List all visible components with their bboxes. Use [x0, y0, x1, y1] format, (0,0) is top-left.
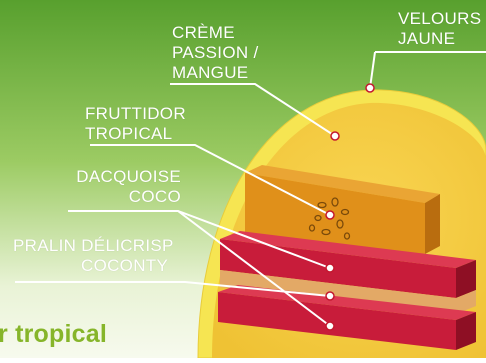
label-line: TROPICAL — [85, 124, 186, 144]
label-fruttidor-tropical: FRUTTIDOR TROPICAL — [85, 104, 186, 144]
label-line: MANGUE — [172, 63, 258, 83]
label-line: JAUNE — [398, 29, 481, 49]
label-velours-jaune: VELOURS JAUNE — [398, 9, 481, 49]
dot-fruttidor — [326, 211, 334, 219]
label-creme-passion-mangue: CRÈME PASSION / MANGUE — [172, 23, 258, 83]
fruttidor-side — [425, 194, 440, 254]
label-line: PASSION / — [172, 43, 258, 63]
label-pralin-delicrisp-coconty: PRALIN DÉLICRISP COCONTY — [13, 236, 174, 276]
label-dacquoise-coco: DACQUOISE COCO — [65, 167, 181, 207]
label-line: VELOURS — [398, 9, 481, 29]
label-line: CRÈME — [172, 23, 258, 43]
dot-pralin-upper — [326, 264, 334, 272]
label-line: COCO — [65, 187, 181, 207]
label-line: FRUTTIDOR — [85, 104, 186, 124]
product-caption: r tropical — [0, 320, 107, 349]
label-line: COCONTY — [13, 256, 174, 276]
dot-dacquoise — [326, 292, 334, 300]
dot-velours — [366, 84, 374, 92]
label-line: DACQUOISE — [65, 167, 181, 187]
label-line: PRALIN DÉLICRISP — [13, 236, 174, 256]
dot-creme — [331, 132, 339, 140]
dot-pralin-lower — [326, 322, 334, 330]
